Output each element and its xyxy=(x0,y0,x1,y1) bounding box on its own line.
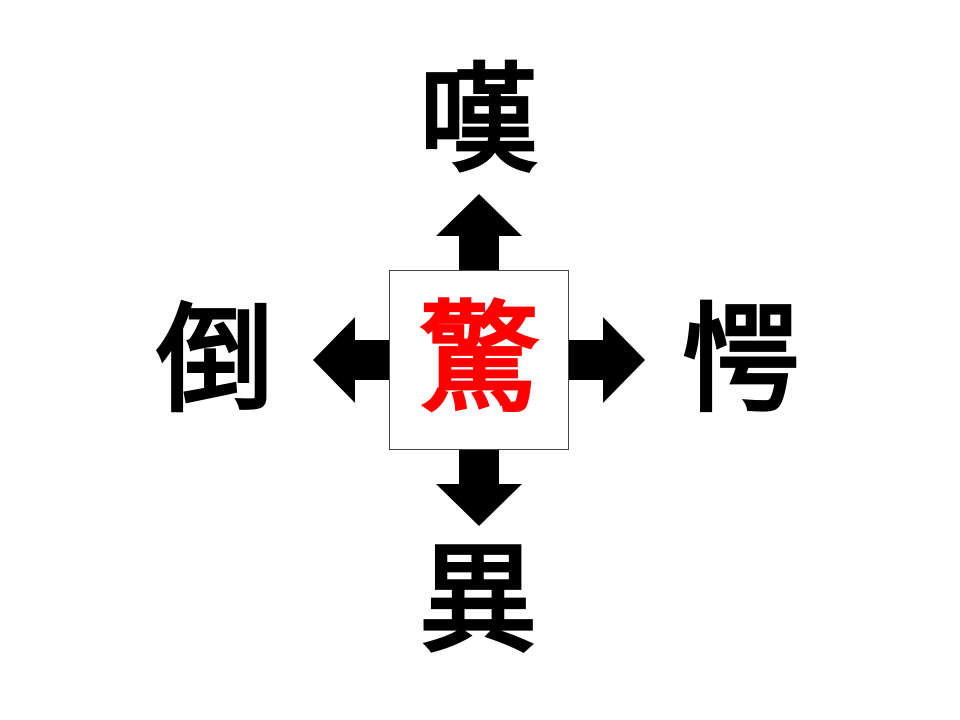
left-character: 倒 xyxy=(155,291,274,429)
right-character: 愕 xyxy=(680,291,799,429)
center-box: 驚 xyxy=(389,270,569,450)
arrow-down-icon xyxy=(436,450,522,526)
arrow-left-icon xyxy=(313,317,389,403)
top-character: 嘆 xyxy=(418,51,537,189)
center-character: 驚 xyxy=(419,290,539,429)
arrow-up-icon xyxy=(436,194,522,270)
arrow-right-icon xyxy=(569,317,645,403)
bottom-character: 異 xyxy=(418,531,537,669)
